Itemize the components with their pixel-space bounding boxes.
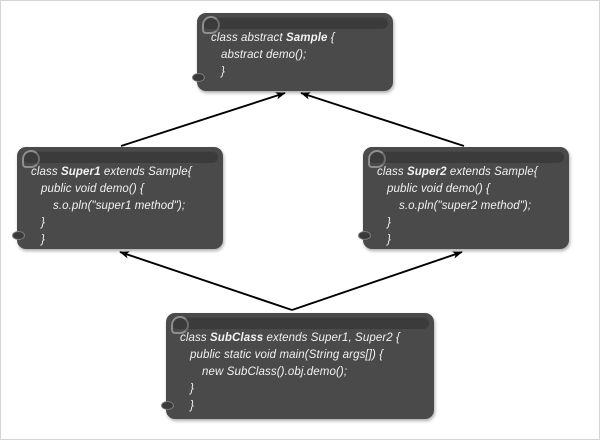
note-loop-icon xyxy=(202,16,220,34)
code-line: } xyxy=(387,234,391,246)
code-line: class Super1 extends Sample{ xyxy=(31,166,192,178)
code-line: s.o.pln("super1 method"); xyxy=(53,200,186,212)
class-code-sample: class abstract Sample { abstract demo();} xyxy=(197,30,393,81)
note-dot-icon xyxy=(358,231,371,240)
class-code-subclass: class SubClass extends Super1, Super2 { p… xyxy=(166,330,434,415)
class-node-subclass[interactable]: class SubClass extends Super1, Super2 { p… xyxy=(161,313,434,419)
node-header xyxy=(171,317,429,329)
edge-subclass-to-super2 xyxy=(291,251,463,311)
note-loop-icon xyxy=(171,316,189,334)
code-line: public static void main(String args[]) { xyxy=(190,349,384,361)
code-line: class SubClass extends Super1, Super2 { xyxy=(180,332,400,344)
node-header xyxy=(202,17,388,29)
note-loop-icon xyxy=(368,150,386,168)
code-line: abstract demo(); xyxy=(221,49,307,61)
code-line: } xyxy=(387,217,391,229)
note-dot-icon xyxy=(12,231,25,240)
node-header xyxy=(22,151,218,163)
edge-super1-to-sample xyxy=(120,92,286,147)
code-line: } xyxy=(221,66,225,78)
node-header xyxy=(368,151,564,163)
code-line: class abstract Sample { xyxy=(211,32,335,44)
class-node-super2[interactable]: class Super2 extends Sample{ public void … xyxy=(358,147,569,249)
class-node-sample[interactable]: class abstract Sample { abstract demo();} xyxy=(192,13,393,91)
code-line: public void demo() { xyxy=(387,183,490,195)
edge-super2-to-sample xyxy=(300,92,465,147)
class-code-super1: class Super1 extends Sample{ public void … xyxy=(17,164,223,249)
code-line: public void demo() { xyxy=(41,183,144,195)
class-code-super2: class Super2 extends Sample{ public void … xyxy=(363,164,569,249)
code-line: } xyxy=(41,217,45,229)
code-line: new SubClass().obj.demo(); xyxy=(202,366,348,378)
class-node-super1[interactable]: class Super1 extends Sample{ public void … xyxy=(12,147,223,249)
code-line: } xyxy=(190,383,194,395)
note-loop-icon xyxy=(22,150,40,168)
code-line: s.o.pln("super2 method"); xyxy=(399,200,532,212)
code-line: } xyxy=(190,400,194,412)
code-line: } xyxy=(41,234,45,246)
code-line: class Super2 extends Sample{ xyxy=(377,166,538,178)
note-dot-icon xyxy=(161,401,174,410)
note-dot-icon xyxy=(192,73,205,82)
edge-subclass-to-super1 xyxy=(119,251,293,311)
